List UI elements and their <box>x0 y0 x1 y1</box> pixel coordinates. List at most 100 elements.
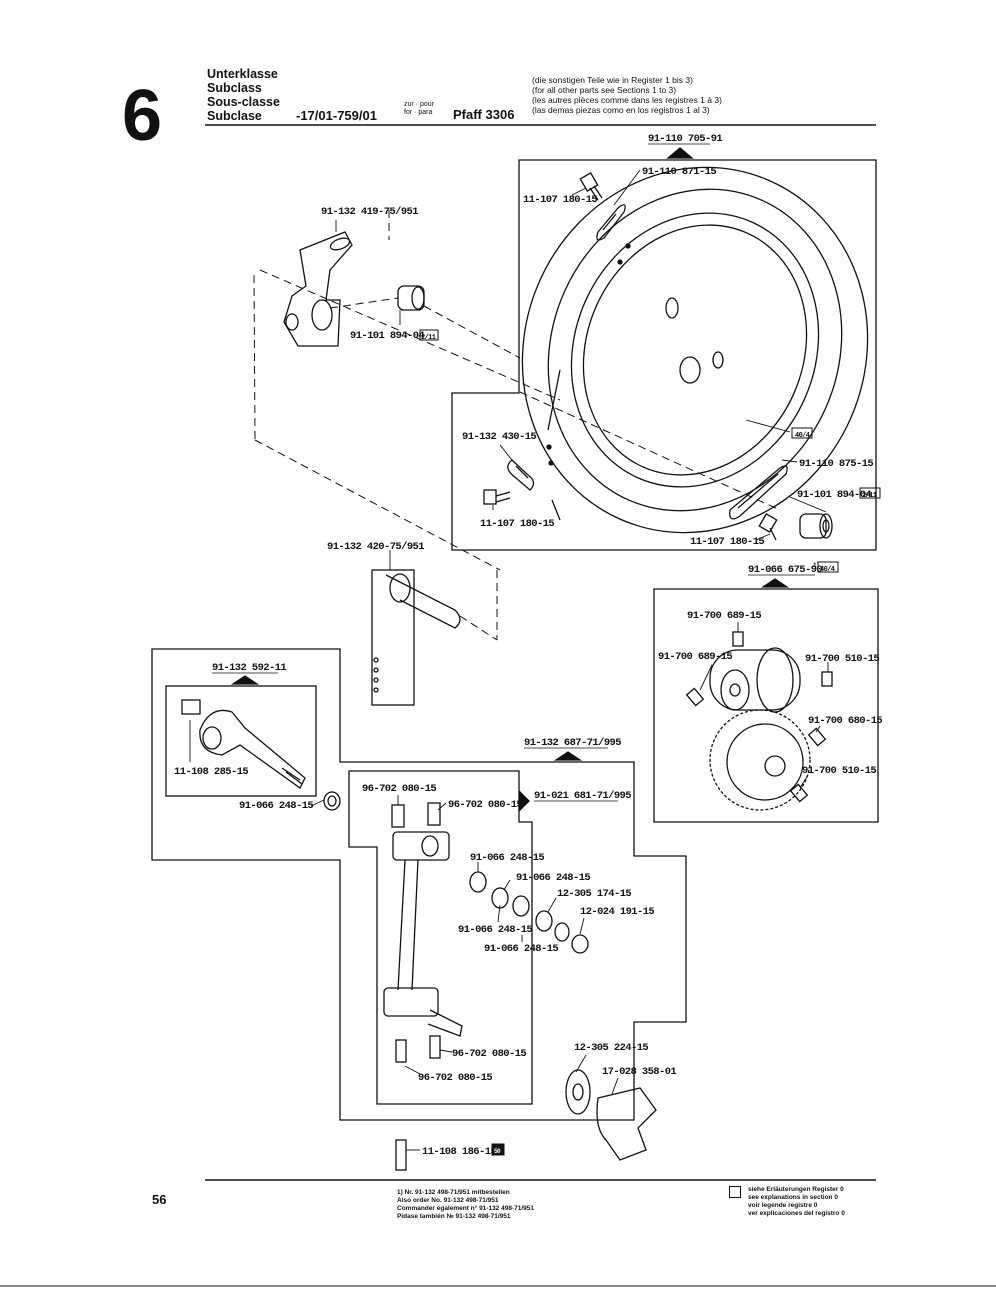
for-label-de-fr: zur · pour <box>404 101 434 108</box>
ref-box-1 <box>419 329 439 341</box>
handwheel <box>521 166 869 534</box>
for-label-en-es: for · para <box>404 109 433 116</box>
part-label: 12-305 224-15 <box>574 1042 648 1054</box>
part-label: 11-107 180-15 <box>523 194 597 206</box>
part-label: 91-700 680-15 <box>808 715 882 727</box>
part-label: 11-108 186-15 <box>422 1146 496 1158</box>
group-arrow-2 <box>760 578 790 588</box>
frame-gear-group <box>653 588 879 823</box>
part-label: 11-107 180-15 <box>480 518 554 530</box>
footnote-line: Pidase también № 91-132 498-71/951 <box>397 1213 511 1220</box>
part-label: 91-132 430-15 <box>462 431 536 443</box>
group-arrow-5 <box>519 790 530 812</box>
bracket-419 <box>283 231 353 347</box>
part-label: 91-700 689-15 <box>658 651 732 663</box>
page-number: 56 <box>152 1192 167 1207</box>
adjuster-slot-left <box>507 459 535 491</box>
class-label-es: Subclase <box>207 109 262 123</box>
group-arrow-4 <box>553 751 583 761</box>
part-label: 91-132 592-11 <box>212 662 286 674</box>
adjuster-slot-right <box>729 465 788 520</box>
assembly-lines <box>253 210 781 641</box>
part-label: 11-107 180-15 <box>690 536 764 548</box>
part-label: 91-066 675-90 <box>748 564 822 576</box>
part-label: 91-110 705-91 <box>648 133 722 145</box>
part-label: 91-066 248-15 <box>516 872 590 884</box>
header-note-en: (for all other parts see Sections 1 to 3… <box>532 85 677 95</box>
part-label: 91-066 248-15 <box>470 852 544 864</box>
ref-box-2 <box>791 427 813 439</box>
legend-line: siehe Erläuterungen Register 0 <box>748 1186 844 1193</box>
class-label-de: Unterklasse <box>207 67 278 81</box>
class-label-fr: Sous-classe <box>207 95 280 109</box>
part-label: 96-702 080-15 <box>448 799 522 811</box>
ref-box-4 <box>817 561 839 573</box>
part-label: 11-108 285-15 <box>174 766 248 778</box>
ref-label: 2/11 <box>421 334 436 342</box>
screws-bottom <box>395 1035 441 1171</box>
part-label: 96-702 080-15 <box>362 783 436 795</box>
bushing-right <box>799 513 833 539</box>
part-label: 91-066 248-15 <box>239 800 313 812</box>
screw-left <box>483 489 511 505</box>
footnote-mark: 1) <box>813 562 819 569</box>
legend-line: voir legende registre 0 <box>748 1202 818 1209</box>
legend-box-icon <box>729 1186 741 1198</box>
part-label: 91-132 420-75/951 <box>327 541 424 553</box>
ref-box-5 <box>491 1143 505 1156</box>
gear-assembly <box>685 631 833 811</box>
machine-model: Pfaff 3306 <box>453 107 515 122</box>
part-label: 91-700 689-15 <box>687 610 761 622</box>
part-label: 91-700 510-15 <box>802 765 876 777</box>
ref-label: 50 <box>494 1148 501 1155</box>
part-label: 91-700 510-15 <box>805 653 879 665</box>
shaft-plate-420 <box>371 569 461 706</box>
legend-text: siehe Erläuterungen Register 0 see expla… <box>748 1186 845 1218</box>
part-label: 96-702 080-15 <box>418 1072 492 1084</box>
part-label: 91-132 687-71/995 <box>524 737 621 749</box>
ref-label: 2/11 <box>862 492 877 500</box>
part-label: 12-305 174-15 <box>557 888 631 900</box>
crank-shaft <box>181 699 306 789</box>
part-label: 91-066 248-15 <box>458 924 532 936</box>
screw-right <box>758 513 778 541</box>
part-label: 96-702 080-15 <box>452 1048 526 1060</box>
header-note-de: (die sonstigen Teile wie in Register 1 b… <box>532 75 693 85</box>
class-code: -17/01-759/01 <box>296 108 377 123</box>
frame-wheel-group <box>451 159 877 551</box>
for-labels: zur · pour for · para <box>404 101 434 117</box>
adjuster-slot-top <box>596 204 626 241</box>
part-label: 12-024 191-15 <box>580 906 654 918</box>
part-label: 91-101 894-04 <box>350 330 424 342</box>
footnote-line: 1) Nr. 91-132 498-71/951 mitbestellen <box>397 1189 510 1196</box>
frame-shaft-group <box>165 685 317 797</box>
connecting-rod <box>383 802 463 1037</box>
frame-crank-group <box>151 648 687 1121</box>
class-labels: Unterklasse Subclass Sous-classe Subclas… <box>207 67 280 123</box>
ref-label: 40/4 <box>820 566 835 574</box>
footnote: 1) Nr. 91-132 498-71/951 mitbestellen Al… <box>397 1189 534 1221</box>
washer-stack <box>469 871 589 954</box>
part-label: 91-021 681-71/995 <box>534 790 631 802</box>
part-label: 91-101 894-04 <box>797 489 871 501</box>
part-label: 91-110 871-15 <box>642 166 716 178</box>
leader-lines <box>189 169 829 1151</box>
bushing-top <box>397 285 425 311</box>
group-arrow-3 <box>230 675 260 685</box>
footnote-line: Also order No. 91-132 498-71/951 <box>397 1197 499 1204</box>
legend-line: see explanations in section 0 <box>748 1194 838 1201</box>
part-label: 91-132 419-75/951 <box>321 206 418 218</box>
ref-label: 40/4 <box>795 432 810 440</box>
frame-rod-group <box>348 770 533 1105</box>
part-label: 91-066 248-15 <box>484 943 558 955</box>
section-number: 6 <box>122 76 163 156</box>
washer-small <box>323 791 341 811</box>
group-arrow-1 <box>666 147 694 159</box>
header-notes: (die sonstigen Teile wie in Register 1 b… <box>532 75 722 115</box>
screw-top <box>579 172 603 201</box>
part-label: 17-028 358-01 <box>602 1066 676 1078</box>
legend-line: ver explicaciones del registro 0 <box>748 1210 845 1217</box>
knob <box>565 1069 657 1161</box>
class-label-en: Subclass <box>207 81 262 95</box>
